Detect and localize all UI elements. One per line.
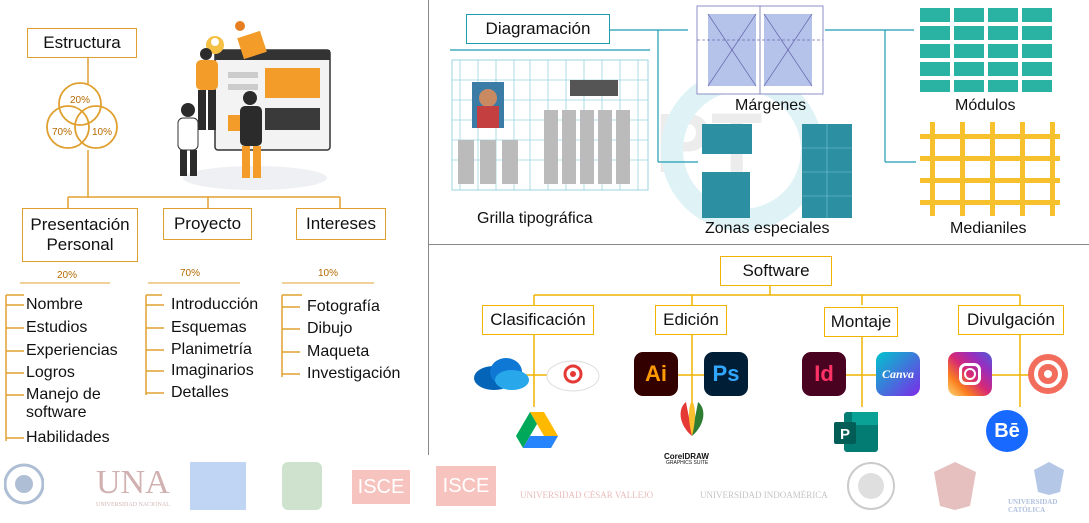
university-logo xyxy=(190,462,246,510)
vertical-divider xyxy=(428,0,429,455)
cloud-app-icon xyxy=(546,360,600,392)
coreldraw-sublabel: GRAPHICS SUITE xyxy=(666,460,709,466)
list-item: Manejo de software xyxy=(26,386,101,421)
isce-logo: ISCE xyxy=(352,470,410,504)
label-medianiles: Medianiles xyxy=(950,220,1027,237)
university-logo xyxy=(847,462,895,510)
ucv-logo: UNIVERSIDAD CÉSAR VALLEJO xyxy=(520,490,654,500)
branch-presentacion: Presentación Personal xyxy=(22,208,138,262)
list-item: Imaginarios xyxy=(171,362,254,379)
illustrator-icon: Ai xyxy=(634,352,678,396)
university-logo xyxy=(934,462,976,510)
venn-label-20: 20% xyxy=(70,95,91,106)
category-edicion: Edición xyxy=(655,305,727,335)
category-montaje: Montaje xyxy=(824,307,898,337)
label-margenes: Márgenes xyxy=(735,97,807,114)
estructura-connectors xyxy=(5,56,341,441)
horizontal-divider xyxy=(428,244,1089,245)
list-item: Fotografía xyxy=(307,298,380,315)
list-item: Logros xyxy=(26,364,75,381)
university-logo xyxy=(282,462,322,510)
coreldraw-label: CorelDRAW xyxy=(664,452,709,461)
list-item: Esquemas xyxy=(171,319,247,336)
behance-icon: Bē xyxy=(986,410,1028,452)
issuu-icon xyxy=(1028,354,1068,394)
pct-presentacion: 20% xyxy=(57,270,78,281)
catolica-logo: UNIVERSIDAD CATÓLICA xyxy=(1008,498,1058,514)
una-logo: UNA xyxy=(96,464,170,501)
list-item: Dibujo xyxy=(307,320,353,337)
list-item: Planimetría xyxy=(171,341,252,358)
category-divulgacion: Divulgación xyxy=(958,305,1064,335)
estructura-root: Estructura xyxy=(27,28,137,58)
canva-icon: Canva xyxy=(876,352,920,396)
list-item: Nombre xyxy=(26,296,83,313)
university-logo xyxy=(4,463,44,505)
instagram-icon xyxy=(948,352,992,396)
svg-text:P: P xyxy=(840,426,850,443)
pct-proyecto: 70% xyxy=(180,268,201,279)
logos-strip: UNA UNIVERSIDAD NACIONAL ISCE ISCE UNIVE… xyxy=(0,456,1089,523)
branch-proyecto: Proyecto xyxy=(163,208,252,240)
google-drive-icon xyxy=(516,412,558,448)
label-modulos: Módulos xyxy=(955,97,1016,114)
instagram-glyph xyxy=(959,363,981,385)
university-logo xyxy=(1034,462,1064,495)
onedrive-icon xyxy=(474,358,529,390)
venn-diagram xyxy=(46,82,118,149)
software-root: Software xyxy=(720,256,832,286)
category-clasificacion: Clasificación xyxy=(482,305,594,335)
indoamerica-logo: UNIVERSIDAD INDOAMÉRICA xyxy=(700,490,828,500)
indesign-icon: Id xyxy=(802,352,846,396)
pct-intereses: 10% xyxy=(318,268,339,279)
photoshop-icon: Ps xyxy=(704,352,748,396)
pct-underlines xyxy=(20,282,374,284)
list-item: Introducción xyxy=(171,296,259,313)
venn-label-70: 70% xyxy=(52,127,73,138)
una-sub-logo: UNIVERSIDAD NACIONAL xyxy=(96,502,170,508)
venn-label-10: 10% xyxy=(92,127,113,138)
label-grilla: Grilla tipográfica xyxy=(477,210,593,227)
list-item: Maqueta xyxy=(307,343,370,360)
list-item: Detalles xyxy=(171,384,229,401)
diagramacion-graphics: C PT xyxy=(450,5,1060,231)
label-zonas: Zonas especiales xyxy=(705,220,830,237)
list-item: Estudios xyxy=(26,319,88,336)
list-item: Investigación xyxy=(307,365,401,382)
branch-intereses: Intereses xyxy=(296,208,386,240)
team-illustration xyxy=(177,21,331,190)
list-item: Experiencias xyxy=(26,342,118,359)
coreldraw-icon xyxy=(680,400,704,436)
diagramacion-root: Diagramación xyxy=(466,14,610,44)
publisher-icon: P xyxy=(834,412,878,452)
list-item: Habilidades xyxy=(26,429,110,446)
isce-logo: ISCE xyxy=(436,466,496,506)
